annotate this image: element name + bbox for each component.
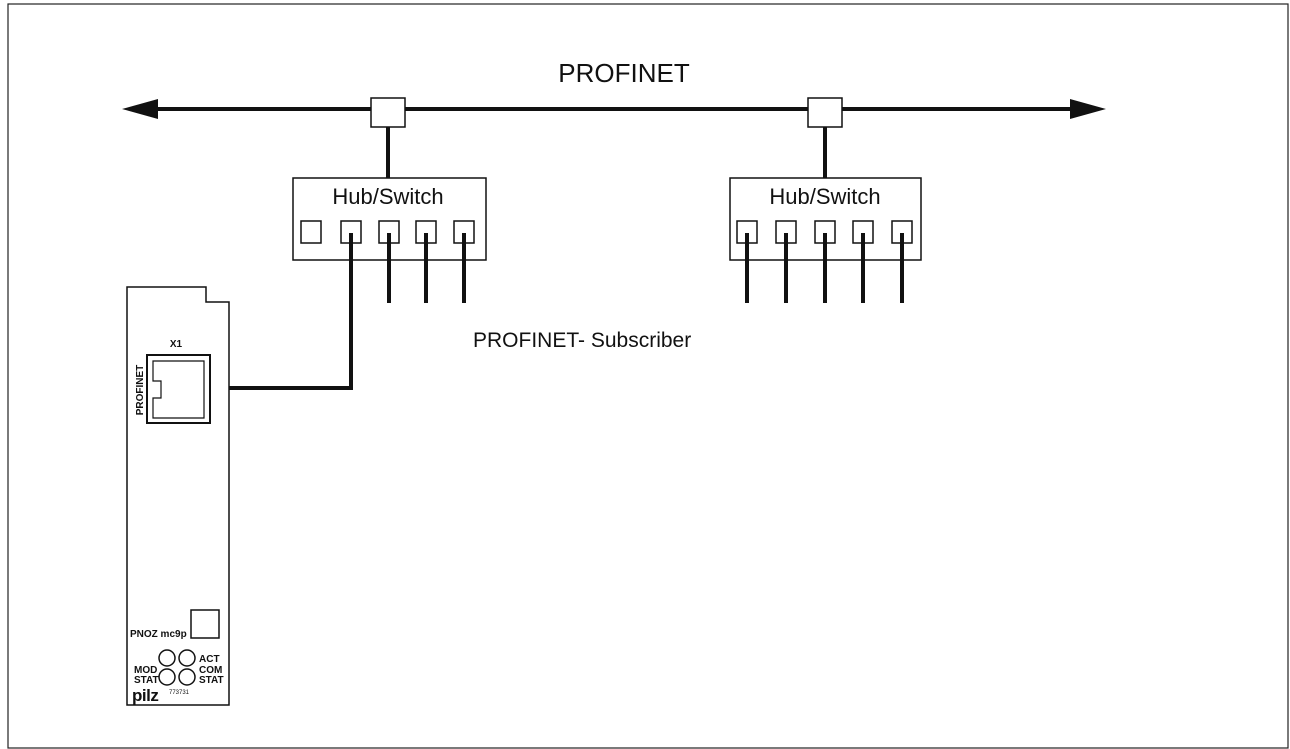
left-arrow-icon [122,99,158,119]
led-com-stat [178,668,196,686]
brand-logo: pilz [132,686,158,705]
subscriber-label: PROFINET- Subscriber [473,329,691,352]
network-title: PROFINET [558,58,690,88]
bus-tap-right [807,97,843,128]
status-display-icon [190,609,220,639]
bus-tap-left [370,97,406,128]
model-label: PNOZ mc9p [130,629,187,640]
device-cable [198,233,353,390]
connector-label: X1 [170,339,183,350]
led-mod-stat [158,649,176,667]
led-label-com-stat: STAT [199,675,224,686]
port-label: PROFINET [135,365,146,416]
led-mod-stat-lower [158,668,176,686]
hub-switch-label: Hub/Switch [332,184,443,209]
profinet-bus [122,99,1106,119]
hub-switch-label: Hub/Switch [769,184,880,209]
pnoz-device: X1 PROFINET PNOZ mc9p ACT MOD STAT COM S… [126,286,230,706]
led-label-act: ACT [199,654,220,665]
led-label-mod-stat: STAT [134,675,159,686]
right-arrow-icon [1070,99,1106,119]
switch-port [300,220,322,244]
rj45-port-icon [146,354,211,424]
led-label-mod: MOD [134,665,157,676]
led-act [178,649,196,667]
led-label-com: COM [199,665,222,676]
part-number: 773731 [169,690,190,696]
